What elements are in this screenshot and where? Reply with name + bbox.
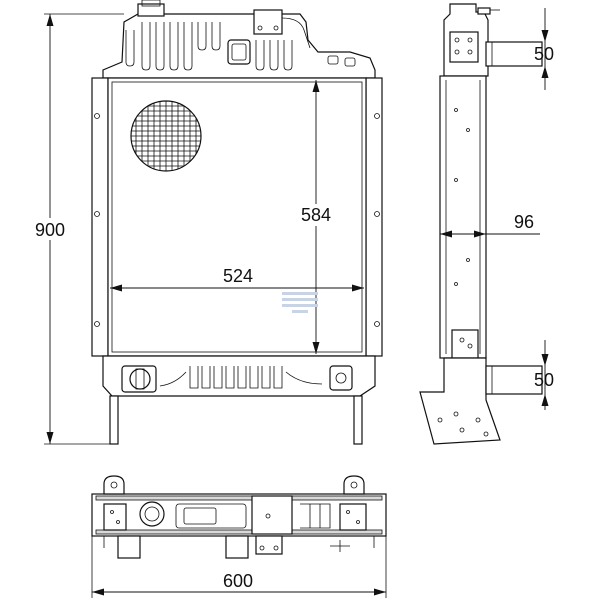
top-tank (102, 0, 376, 79)
side-view: 50 96 50 (419, 3, 554, 445)
top-tank-ribs (125, 22, 293, 71)
bottom-tank-ribs (189, 366, 283, 389)
mounting-legs (109, 395, 363, 445)
front-view: 900 584 524 (30, 0, 383, 445)
fan-grid-circle (130, 100, 202, 172)
label-600: 600 (223, 571, 253, 591)
watermark-logo (282, 292, 318, 313)
label-584: 584 (301, 205, 331, 225)
bottom-tank (102, 355, 376, 397)
label-96: 96 (514, 212, 534, 232)
dimension-bottom-outlet: 50 (534, 340, 554, 410)
dimension-side-depth: 96 (440, 212, 540, 238)
left-side-bracket (91, 77, 109, 357)
label-50-bottom: 50 (534, 370, 554, 390)
label-524: 524 (223, 266, 253, 286)
dimension-height-total: 900 (30, 13, 124, 445)
dimension-core-width: 524 (110, 266, 364, 292)
label-900: 900 (35, 220, 65, 240)
dimension-core-height: 584 (294, 80, 338, 354)
dimension-top-outlet: 50 (534, 8, 554, 90)
label-50-top: 50 (534, 44, 554, 64)
bottom-view: 600 (91, 475, 387, 598)
dimension-bottom-width: 600 (91, 536, 387, 598)
right-side-bracket (365, 77, 383, 357)
